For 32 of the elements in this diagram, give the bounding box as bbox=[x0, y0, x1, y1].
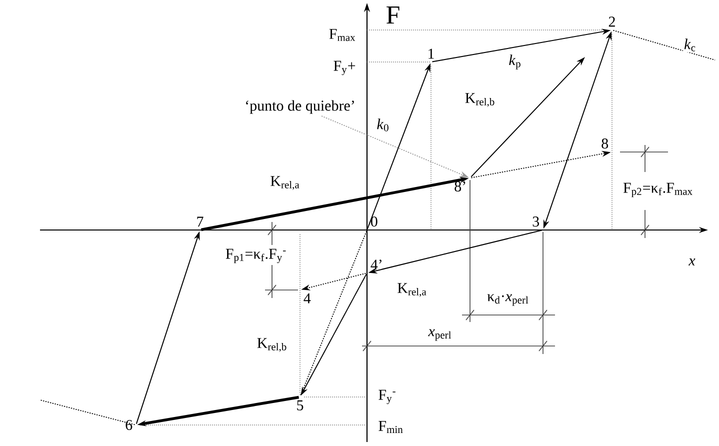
edge-label: K$_{rel,b}$ bbox=[256, 337, 288, 353]
edge-label: k$_{c}$ bbox=[682, 38, 698, 52]
edge-label: K$_{rel,a}$ bbox=[269, 175, 301, 191]
edge-label: k$_{0}$ bbox=[376, 118, 390, 132]
point-label: 6 bbox=[126, 420, 132, 430]
dimension-label: κ$_{d}$·x$_{perl}$ bbox=[486, 293, 530, 307]
point-label: 1 bbox=[428, 48, 434, 59]
point-label: 8 bbox=[602, 138, 608, 149]
point-label: 4 bbox=[304, 293, 311, 304]
point-label: 7 bbox=[197, 216, 204, 227]
edge-label: K$_{rel,a}$ bbox=[396, 282, 428, 298]
point-label: 3 bbox=[532, 216, 540, 227]
point-label: 0 bbox=[370, 216, 378, 227]
axis-label: F bbox=[384, 5, 402, 24]
annotation: ‘punto de quiebre’ bbox=[246, 100, 354, 114]
point-label: 8’ bbox=[454, 181, 466, 192]
edge-label: K$_{rel,b}$ bbox=[464, 92, 496, 108]
point-label: 2 bbox=[608, 16, 615, 27]
axis-label: x bbox=[688, 258, 696, 266]
dimension-label: F$_{p1}$=κ$_{f}$.F$_{y}$- bbox=[224, 248, 288, 264]
edge-label: k$_{p}$ bbox=[508, 54, 522, 70]
dimension-label: F$_{p2}$=κ$_{f}$.F$_{max}$ bbox=[622, 182, 694, 198]
tick-label: F$_{y}$+ bbox=[332, 60, 357, 76]
point-label: 5 bbox=[297, 400, 304, 410]
line bbox=[612, 30, 716, 60]
tick-label: F$_{min}$ bbox=[377, 420, 404, 434]
point-label: 4’ bbox=[370, 260, 382, 270]
dimension-label: x$_{perl}$ bbox=[427, 328, 453, 342]
tick-label: F$_{y}$- bbox=[377, 388, 398, 406]
line bbox=[40, 400, 136, 426]
tick-label: F$_{max}$ bbox=[328, 28, 357, 42]
line bbox=[300, 230, 367, 396]
